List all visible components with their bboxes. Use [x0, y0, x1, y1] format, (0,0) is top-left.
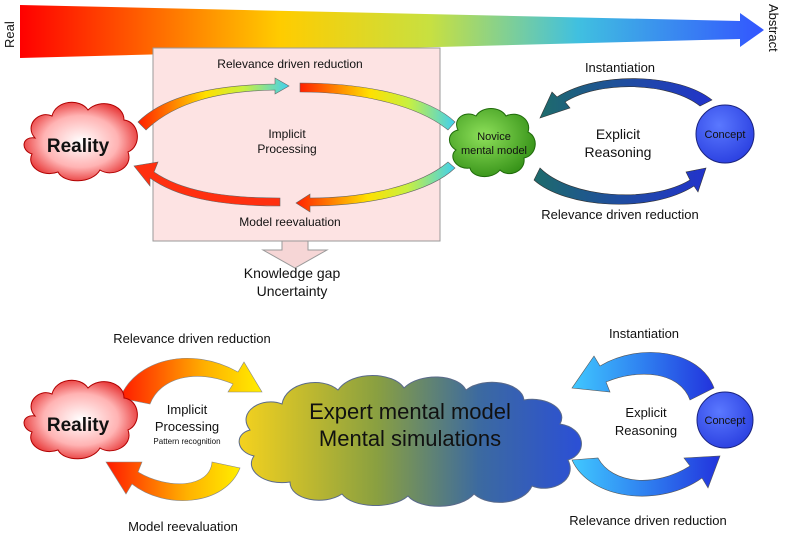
bottom-model-reevaluation-label: Model reevaluation [128, 519, 238, 534]
knowledge-gap-line2: Uncertainty [257, 283, 328, 299]
top-instantiation-label: Instantiation [585, 60, 655, 75]
arrow-top-right-lower [295, 161, 456, 213]
abstraction-axis: Real Abstract [2, 4, 781, 58]
arrow-bottom-instantiation [571, 352, 715, 401]
expert-cloud: Expert mental model Mental simulations [238, 375, 582, 507]
bottom-implicit-line2: Processing [155, 419, 219, 434]
novice-label-line2: mental model [461, 145, 527, 157]
arrow-top-right-reduction [533, 167, 707, 205]
box-label-relevance-reduction: Relevance driven reduction [217, 57, 362, 71]
arrow-top-right-upper [299, 82, 456, 131]
expert-diagram: Relevance driven reduction Reality Impli… [23, 326, 754, 534]
axis-left-label: Real [2, 21, 17, 48]
novice-label-line1: Novice [477, 131, 511, 143]
arrow-top-instantiation [539, 78, 713, 119]
concept-label-bottom: Concept [705, 415, 746, 427]
knowledge-gap-arrow [261, 240, 329, 269]
bottom-explicit-line2: Reasoning [615, 423, 677, 438]
arrow-bottom-right-reduction [571, 455, 721, 497]
pattern-recognition-label: Pattern recognition [153, 437, 220, 446]
expert-label-line1: Expert mental model [309, 399, 511, 424]
bottom-right-reduction-label: Relevance driven reduction [569, 513, 727, 528]
reality-label-top: Reality [47, 136, 110, 157]
box-label-model-reevaluation: Model reevaluation [239, 215, 340, 229]
top-explicit-line1: Explicit [596, 126, 640, 142]
arrow-top-left-lower [133, 161, 281, 207]
arrow-top-left-upper [137, 77, 290, 131]
concept-label-top: Concept [705, 129, 746, 141]
expert-label-line2: Mental simulations [319, 426, 501, 451]
bottom-instantiation-label: Instantiation [609, 326, 679, 341]
concept-circle-top: Concept [695, 104, 755, 164]
axis-right-label: Abstract [766, 4, 781, 52]
arrow-bottom-left-upper [119, 358, 263, 405]
reality-cloud-top: Reality [23, 101, 138, 182]
bottom-explicit-line1: Explicit [625, 405, 667, 420]
novice-diagram: Relevance driven reduction Implicit Proc… [23, 47, 755, 299]
implicit-processing-box [152, 47, 441, 242]
implicit-label-line1: Implicit [268, 127, 306, 141]
bottom-left-reduction-label: Relevance driven reduction [113, 331, 271, 346]
reality-label-bottom: Reality [47, 415, 110, 436]
top-right-reduction-label: Relevance driven reduction [541, 207, 699, 222]
novice-cloud: Novice mental model [449, 108, 536, 177]
axis-gradient-arrow [20, 5, 764, 58]
concept-circle-bottom: Concept [696, 391, 754, 449]
arrow-bottom-left-lower [105, 461, 241, 501]
reality-cloud-bottom: Reality [23, 379, 138, 460]
implicit-label-line2: Processing [257, 142, 316, 156]
knowledge-gap-line1: Knowledge gap [244, 265, 341, 281]
bottom-implicit-line1: Implicit [167, 402, 208, 417]
top-explicit-line2: Reasoning [585, 144, 652, 160]
